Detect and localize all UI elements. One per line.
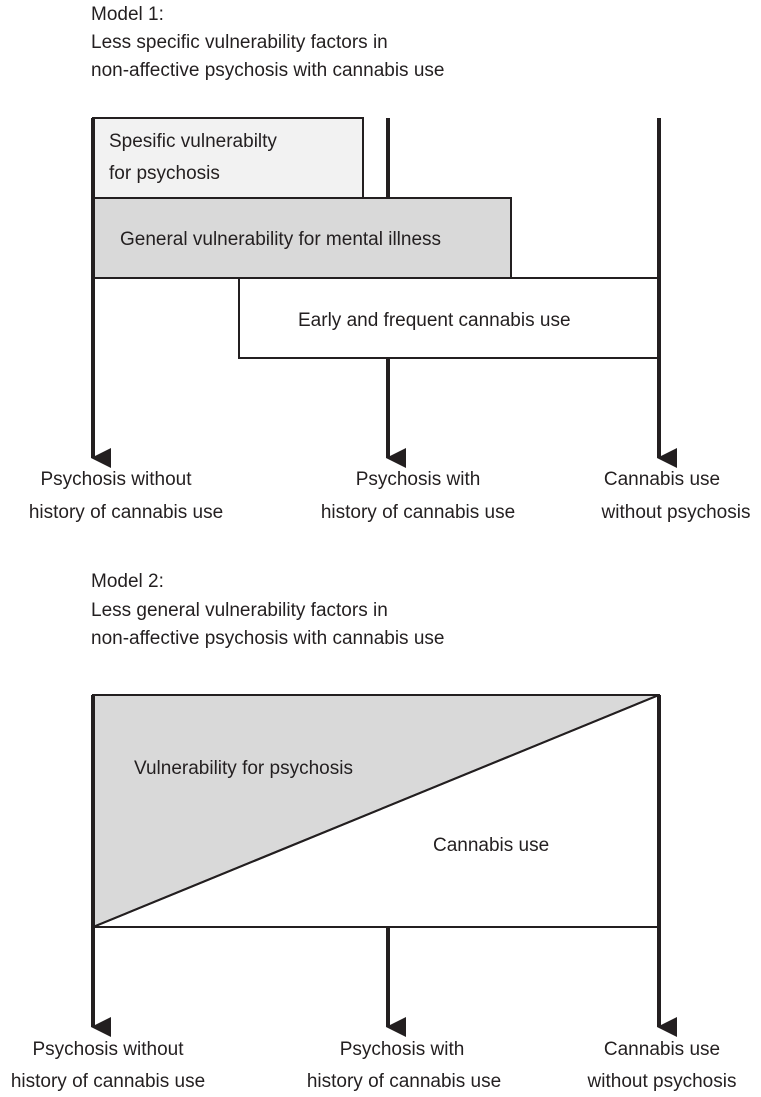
model1-specific-vulnerability-box xyxy=(92,117,364,199)
model1-specific-label-line1: Spesific vulnerabilty xyxy=(109,131,277,152)
model2-outcome-1-line1: Psychosis without xyxy=(32,1039,184,1060)
model1-cannabis-label: Early and frequent cannabis use xyxy=(298,310,571,331)
model1-subtitle-line2: non-affective psychosis with cannabis us… xyxy=(91,60,445,81)
model2-vulnerability-label: Vulnerability for psychosis xyxy=(134,758,353,779)
model1-outcome-3-line1: Cannabis use xyxy=(603,469,721,490)
model1-general-vulnerability-box xyxy=(92,197,512,279)
model1-outcome-1-line1: Psychosis without xyxy=(40,469,192,490)
model1-general-label: General vulnerability for mental illness xyxy=(120,229,442,250)
model1-subtitle-line1: Less specific vulnerability factors in xyxy=(91,32,388,53)
model1-heading: Model 1: xyxy=(91,4,164,25)
model1-cannabis-use-box xyxy=(238,277,660,359)
model2-outcome-1-line2: history of cannabis use xyxy=(10,1071,206,1092)
model2-outcome-2-line1: Psychosis with xyxy=(339,1039,465,1060)
model2-heading: Model 2: xyxy=(91,571,164,592)
model1-outcome-1-line2: history of cannabis use xyxy=(28,502,224,523)
model1-outcome-2-line1: Psychosis with xyxy=(355,469,481,490)
model1-specific-label-line2: for psychosis xyxy=(109,163,220,184)
model1-outcome-3-line2: without psychosis xyxy=(601,502,751,523)
model2-outcome-2-line2: history of cannabis use xyxy=(306,1071,502,1092)
model2-subtitle-line2: non-affective psychosis with cannabis us… xyxy=(91,628,445,649)
model2-cannabis-label: Cannabis use xyxy=(433,835,550,856)
model2-outcome-3-line1: Cannabis use xyxy=(603,1039,721,1060)
model1-outcome-2-line2: history of cannabis use xyxy=(320,502,516,523)
model2-subtitle-line1: Less general vulnerability factors in xyxy=(91,600,388,621)
model2-diagonal xyxy=(92,694,660,928)
model2-outcome-3-line2: without psychosis xyxy=(587,1071,737,1092)
